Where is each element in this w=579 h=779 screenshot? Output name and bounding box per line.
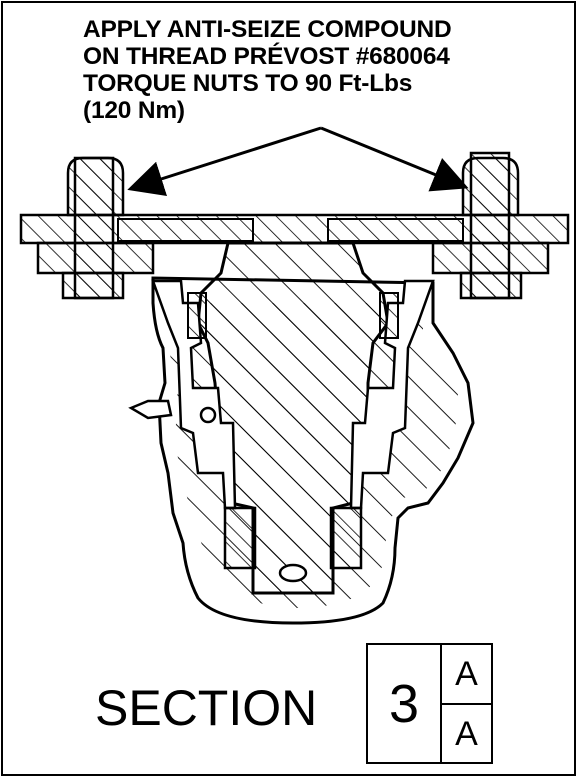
section-reference-box: 3 A A xyxy=(366,643,493,764)
section-label: SECTION xyxy=(95,680,318,736)
callout-line-1: APPLY ANTI-SEIZE COMPOUND xyxy=(83,16,452,43)
section-view-top: A xyxy=(442,645,491,705)
section-number: 3 xyxy=(368,645,442,762)
leader-arrow-right xyxy=(320,126,469,192)
callout-line-4: (120 Nm) xyxy=(83,97,185,124)
callout-line-3: TORQUE NUTS TO 90 Ft-Lbs xyxy=(83,70,413,97)
leader-arrow-left xyxy=(127,126,322,197)
right-seal-assembly xyxy=(329,279,435,570)
left-seal-assembly xyxy=(128,279,257,570)
left-bolt xyxy=(36,156,155,300)
section-view-bottom: A xyxy=(455,714,478,753)
leader-arrows xyxy=(127,126,469,197)
torque-callout: APPLY ANTI-SEIZE COMPOUND ON THREAD PRÉV… xyxy=(83,16,553,124)
right-bolt xyxy=(431,151,550,300)
cross-section-drawing xyxy=(19,126,570,625)
callout-line-2: ON THREAD PRÉVOST #680064 xyxy=(83,43,450,70)
